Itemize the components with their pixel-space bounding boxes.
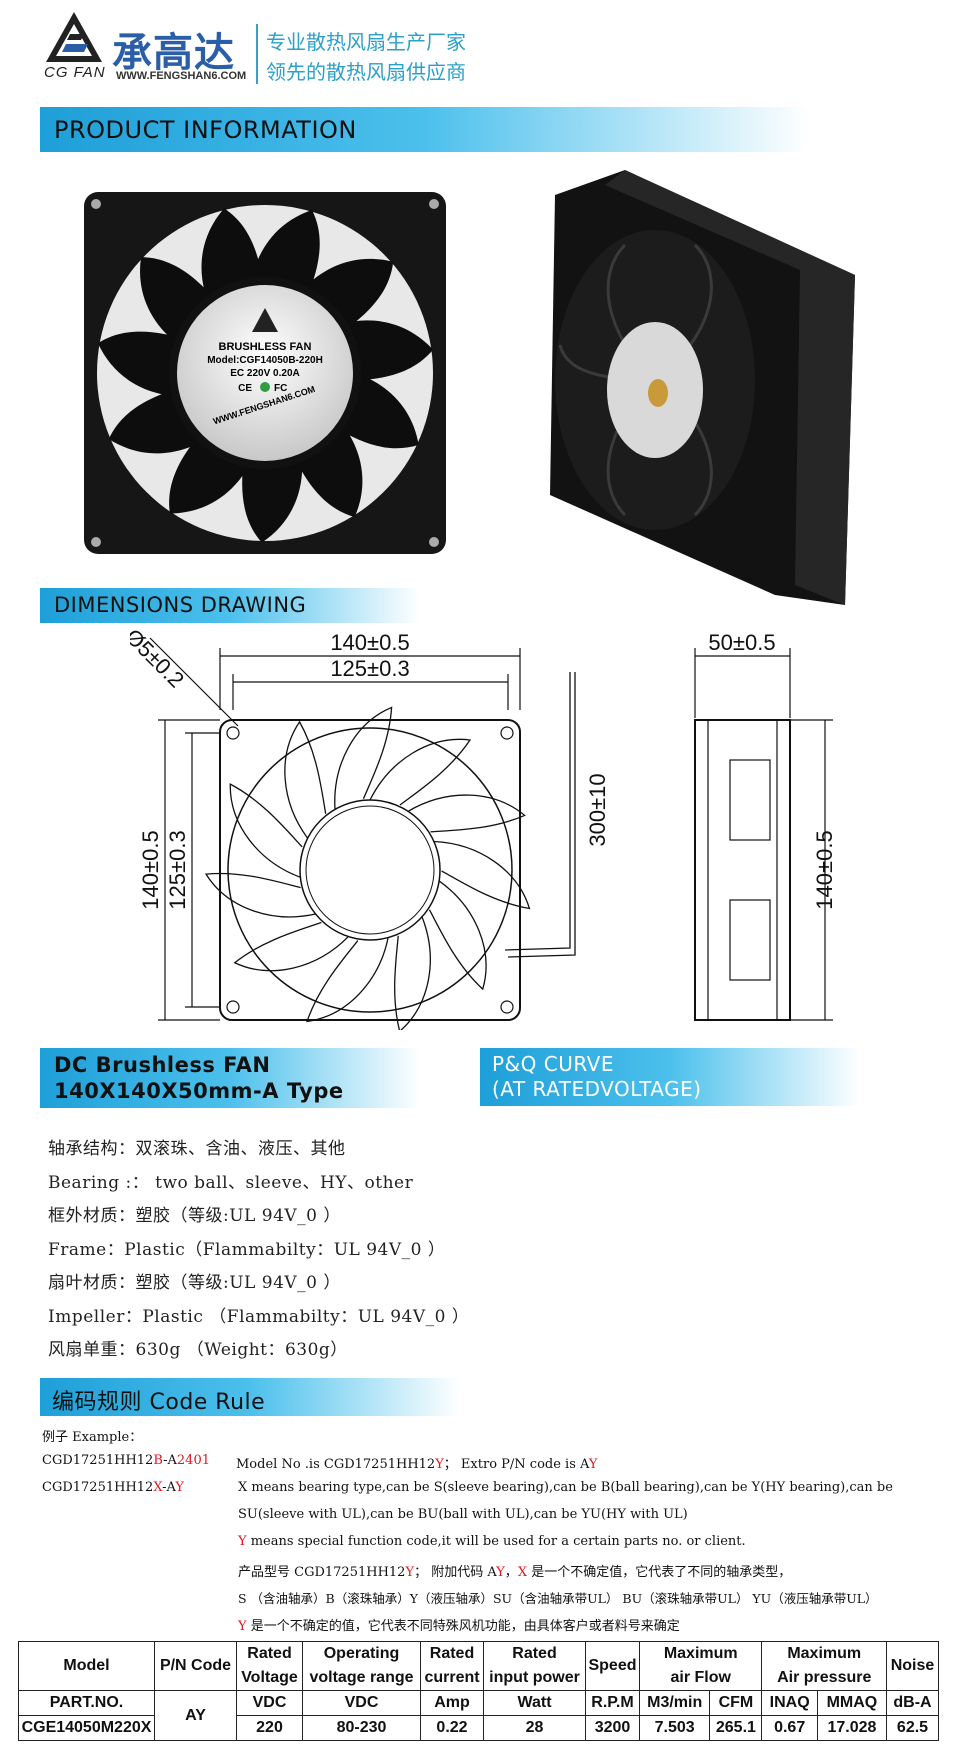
label-line2: Model:CGF14050B-220H <box>207 355 323 366</box>
spec-bearing-cn: 轴承结构：双滚珠、含油、液压、其他 <box>48 1139 346 1159</box>
dimensions-banner: DIMENSIONS DRAWING <box>40 588 420 623</box>
code-x-desc-1: X means bearing type,can be S(sleeve bea… <box>238 1480 893 1495</box>
code-example-1: CGD17251HH12B-A2401 <box>42 1453 210 1468</box>
code-y-desc: Y means special function code,it will be… <box>238 1534 746 1549</box>
td-speed: 3200 <box>585 1715 640 1741</box>
td-mmaq: 17.028 <box>816 1715 888 1741</box>
th-noise: Noise <box>886 1641 939 1691</box>
code-cn-line-2: S （含油轴承）B（滚珠轴承）Y（液压轴承）SU（含油轴承带UL） BU（滚珠轴… <box>238 1591 878 1606</box>
label-fc: FC <box>274 383 287 394</box>
logo-icon <box>46 12 102 62</box>
dim-depth: 50±0.5 <box>708 630 775 655</box>
td-unit-amp: Amp <box>420 1690 484 1716</box>
td-pn-code: AY <box>154 1690 237 1741</box>
td-unit-dba: dB-A <box>886 1690 939 1716</box>
spec-weight: 风扇单重：630g （Weight：630g） <box>48 1340 348 1360</box>
code-x-desc-2: SU(sleeve with UL),can be BU(ball with U… <box>238 1507 688 1522</box>
td-unit-m3min: M3/min <box>638 1690 711 1716</box>
dimensions-title: DIMENSIONS DRAWING <box>54 593 307 617</box>
code-example-1-desc: Model No .is CGD17251HH12Y； Extro P/N co… <box>236 1457 598 1472</box>
code-rule-title: 编码规则 Code Rule <box>52 1390 266 1415</box>
dim-inner-width: 125±0.3 <box>330 656 409 681</box>
td-part-no: PART.NO. <box>18 1690 155 1716</box>
td-unit-inaq: INAQ <box>761 1690 818 1716</box>
dim-lead-length: 300±10 <box>585 773 610 846</box>
slogan-1: 专业散热风扇生产厂家 <box>266 30 466 54</box>
td-m3min: 7.503 <box>638 1715 711 1741</box>
spec-frame-cn: 框外材质：塑胶（等级:UL 94V_0 ） <box>48 1206 341 1226</box>
spec-impeller-cn: 扇叶材质：塑胶（等级:UL 94V_0 ） <box>48 1273 341 1293</box>
code-example-2: CGD17251HH12X-AY <box>42 1480 184 1495</box>
td-unit-vdc: VDC <box>236 1690 303 1716</box>
th-speed: Speed <box>585 1641 640 1691</box>
td-range: 80-230 <box>302 1715 421 1741</box>
slogan-2: 领先的散热风扇供应商 <box>266 60 466 84</box>
td-inaq: 0.67 <box>761 1715 818 1741</box>
td-noise: 62.5 <box>886 1715 939 1741</box>
label-line1: BRUSHLESS FAN <box>219 341 312 353</box>
product-info-banner: PRODUCT INFORMATION <box>40 107 810 152</box>
td-unit-watt: Watt <box>483 1690 586 1716</box>
pq-title2: (AT RATEDVOLTAGE) <box>492 1077 702 1101</box>
pq-title1: P&Q CURVE <box>492 1052 614 1076</box>
pq-curve-banner: P&Q CURVE (AT RATEDVOLTAGE) <box>480 1048 860 1106</box>
table-unit-row: PART.NO. AY VDC VDC Amp Watt R.P.M M3/mi… <box>18 1690 939 1741</box>
td-cfm: 265.1 <box>709 1715 763 1741</box>
fan-type-title1: DC Brushless FAN <box>54 1053 271 1077</box>
td-unit-vdc-range: VDC <box>302 1690 421 1716</box>
code-cn-line-3: Y 是一个不确定的值，它代表不同特殊风机功能，由具体客户或者料号来确定 <box>238 1619 680 1634</box>
spec-impeller-en: Impeller：Plastic （Flammabilty：UL 94V_0 ） <box>48 1307 470 1327</box>
code-rule-banner: 编码规则 Code Rule <box>40 1378 460 1416</box>
fan-front-photo: BRUSHLESS FAN Model:CGF14050B-220H EC 22… <box>84 192 446 554</box>
th-model: Model <box>18 1641 155 1691</box>
spec-frame-en: Frame：Plastic（Flammabilty：UL 94V_0 ） <box>48 1240 446 1260</box>
dim-inner-height: 125±0.3 <box>165 830 190 909</box>
spec-bearing-en: Bearing :： two ball、sleeve、HY、other <box>48 1173 414 1193</box>
brand-en: CG FAN <box>44 64 106 81</box>
code-cn-line-1: 产品型号 CGD17251HH12Y； 附加代码 AY，X 是一个不确定值，它代… <box>238 1565 792 1580</box>
label-line3: EC 220V 0.20A <box>230 368 300 379</box>
dim-hole: Ø5±0.2 <box>130 630 189 692</box>
td-current: 0.22 <box>420 1715 484 1741</box>
td-unit-rpm: R.P.M <box>585 1690 640 1716</box>
logo-divider <box>256 24 258 84</box>
brand-url: WWW.FENGSHAN6.COM <box>116 70 247 82</box>
td-voltage: 220 <box>236 1715 303 1741</box>
fan-type-title2: 140X140X50mm-A Type <box>54 1079 344 1103</box>
dim-side-height: 140±0.5 <box>812 830 837 909</box>
dim-outer-width: 140±0.5 <box>330 630 409 655</box>
product-info-title: PRODUCT INFORMATION <box>54 116 357 144</box>
dim-outer-height: 140±0.5 <box>138 830 163 909</box>
td-model: CGE14050M220X <box>18 1715 155 1741</box>
fan-angled-photo <box>550 170 855 605</box>
label-ce: CE <box>238 383 252 394</box>
code-example-label: 例子 Example： <box>42 1430 143 1445</box>
table-row: CGE14050M220X 220 80-230 0.22 28 3200 7.… <box>18 1715 939 1741</box>
td-power: 28 <box>483 1715 586 1741</box>
brand-name: 承高达 <box>112 30 235 76</box>
th-pn-code: P/N Code <box>154 1641 237 1691</box>
dimension-drawing: 140±0.5 125±0.3 Ø5±0.2 140±0.5 125±0.3 3… <box>130 630 837 1030</box>
td-unit-mmaq: MMAQ <box>816 1690 888 1716</box>
fan-type-banner: DC Brushless FAN 140X140X50mm-A Type <box>40 1048 420 1108</box>
recycle-icon <box>260 382 270 392</box>
td-unit-cfm: CFM <box>709 1690 763 1716</box>
